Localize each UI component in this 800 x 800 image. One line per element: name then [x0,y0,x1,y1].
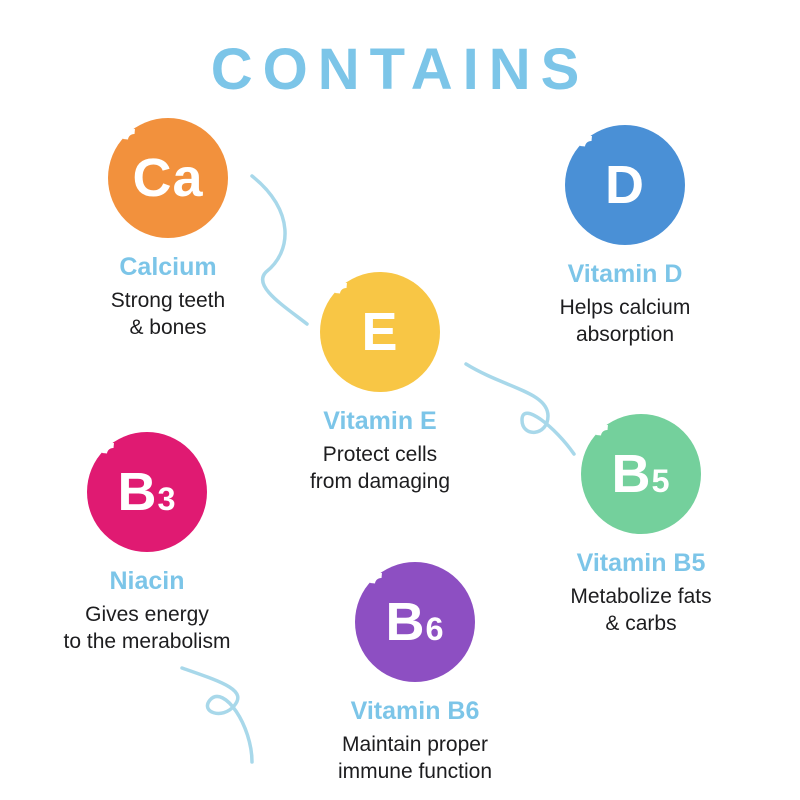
symbol-main: B [117,462,158,522]
calcium-symbol: Ca [132,151,203,205]
vitamin-e-description: Protect cells from damaging [309,443,451,494]
symbol-sub: 3 [157,481,177,517]
vitamin-item-d: D Vitamin D Helps calcium absorption [510,125,740,349]
vitamin-b5-badge-icon: B5 [581,414,701,534]
vitamin-item-b6: B6 Vitamin B6 Maintain proper immune fun… [300,562,530,786]
vitamin-d-badge-icon: D [565,125,685,245]
squiggle-niacin-tail-icon [180,666,254,764]
vitamin-b6-label: Vitamin B6 [350,697,480,725]
page-title: CONTAINS [210,37,590,102]
symbol-sub: 5 [651,463,671,499]
niacin-badge-icon: B3 [87,432,207,552]
vitamin-e-symbol: E [361,305,398,359]
vitamin-b5-symbol: B5 [611,447,670,501]
vitamin-b5-label: Vitamin B5 [576,549,706,577]
symbol-main: Ca [132,148,204,208]
vitamin-b5-description: Metabolize fats & carbs [570,585,712,636]
symbol-sub: 6 [425,611,445,647]
vitamin-b6-badge-icon: B6 [355,562,475,682]
symbol-main: B [385,592,426,652]
calcium-badge-icon: Ca [108,118,228,238]
vitamin-d-symbol: D [605,158,645,212]
vitamin-d-description: Helps calcium absorption [559,296,691,347]
vitamin-b6-symbol: B6 [385,595,444,649]
calcium-label: Calcium [119,253,217,281]
vitamin-e-badge-icon: E [320,272,440,392]
symbol-main: E [361,302,399,362]
niacin-symbol: B3 [117,465,176,519]
vitamin-d-label: Vitamin D [567,260,683,288]
vitamin-e-label: Vitamin E [323,407,437,435]
shine-mark-icon [330,278,362,310]
niacin-label: Niacin [109,567,185,595]
vitamin-item-niacin: B3 Niacin Gives energy to the merabolism [32,432,262,656]
vitamin-b6-description: Maintain proper immune function [337,733,493,784]
symbol-main: D [605,155,645,215]
calcium-description: Strong teeth & bones [110,289,226,340]
vitamin-item-e: E Vitamin E Protect cells from damaging [265,272,495,496]
vitamin-item-b5: B5 Vitamin B5 Metabolize fats & carbs [526,414,756,638]
shine-mark-icon [575,131,607,163]
niacin-description: Gives energy to the merabolism [63,603,231,654]
symbol-main: B [611,444,652,504]
vitamin-item-calcium: Ca Calcium Strong teeth & bones [53,118,283,342]
